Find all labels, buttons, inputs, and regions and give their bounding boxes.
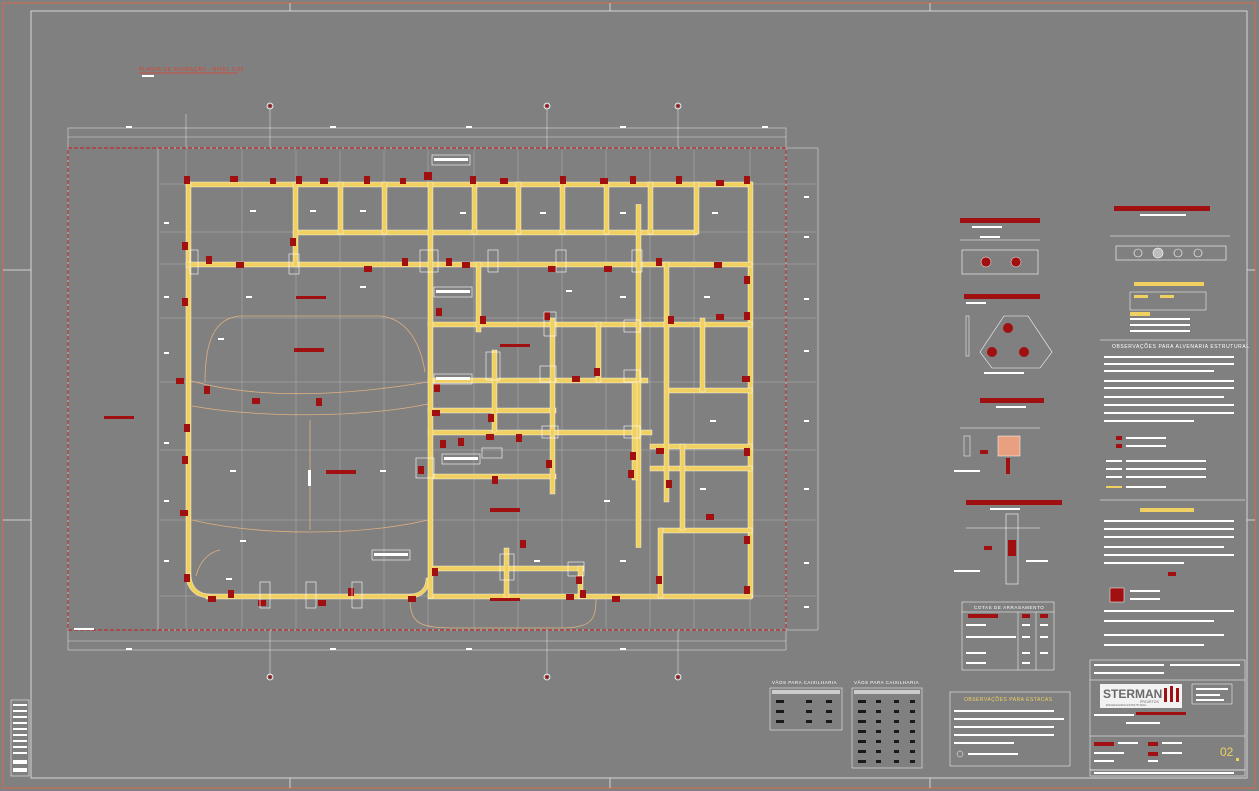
pile-cap-outlines: [189, 249, 643, 609]
plan-title: PLANTA DE FUNDAÇÃO - NÍVEL 0,00: [139, 66, 244, 77]
obs-alvenaria-title: OBSERVAÇÕES PARA ALVENARIA ESTRUTURAL: [1112, 343, 1250, 350]
detail-pile-cap-3: [964, 294, 1053, 374]
company-sub: PROJETOS: [1140, 700, 1159, 704]
cotas-table: COTAS DE ARRASAMENTO: [961, 601, 1055, 671]
obs-estacas: OBSERVAÇÕES PARA ESTACAS: [949, 691, 1071, 767]
sheet-number: 02: [1220, 745, 1234, 759]
pile-caps: [176, 172, 750, 606]
border-ticks: [3, 3, 1255, 788]
vaos-table-2: VÃOS PARA CAIXILHARIA: [851, 679, 923, 769]
dimension-texts: [74, 196, 809, 630]
vaos-title-1: VÃOS PARA CAIXILHARIA: [772, 679, 837, 685]
sheet-inner-border: [30, 10, 1248, 779]
obs-alvenaria: OBSERVAÇÕES PARA ALVENARIA ESTRUTURAL: [1100, 339, 1250, 646]
grid-bubbles: [266, 102, 682, 681]
vaos-table-1: VÃOS PARA CAIXILHARIA: [769, 679, 843, 731]
plan-title-text: PLANTA DE FUNDAÇÃO - NÍVEL 0,00: [139, 66, 244, 73]
vaos-title-2: VÃOS PARA CAIXILHARIA: [854, 679, 919, 685]
detail-section-b: [954, 500, 1062, 585]
title-block: STERMAN PROJETOS ENGENHARIA ESTRUTURAL 0…: [1089, 659, 1246, 777]
detail-pile-cap-2: [960, 218, 1040, 275]
room-labels: [104, 154, 530, 601]
ramp-contours: [187, 315, 597, 629]
revision-table: [10, 699, 30, 777]
grid-bubble-dots: [268, 104, 680, 679]
company-name: STERMAN: [1103, 687, 1162, 701]
obs-estacas-title: OBSERVAÇÕES PARA ESTACAS: [964, 696, 1053, 703]
dim-ticks: [126, 126, 768, 650]
sterman-logo-icon: [1164, 686, 1179, 702]
legend-table: [1129, 282, 1207, 332]
detail-wall-elevation: [1110, 206, 1230, 261]
detail-section-a: [954, 398, 1044, 474]
structural-walls: [185, 181, 754, 600]
cotas-title: COTAS DE ARRASAMENTO: [974, 605, 1044, 610]
company-discipline: ENGENHARIA ESTRUTURAL: [1106, 703, 1147, 707]
